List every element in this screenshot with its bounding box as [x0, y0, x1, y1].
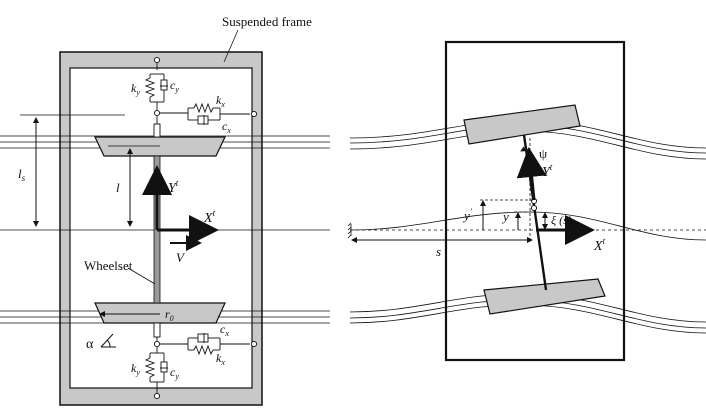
lower-horizontal-suspension: [160, 333, 258, 356]
ky-upper-label: ky: [131, 81, 140, 97]
velocity-label: V: [176, 250, 186, 265]
psi-label: ψ: [539, 146, 547, 161]
cx-lower-label: cx: [220, 322, 229, 338]
right-frame: [444, 40, 626, 362]
ls-label: ls: [18, 166, 26, 183]
radius-label: r0: [165, 307, 174, 323]
right-y-axis-arrow: [516, 147, 547, 201]
right-x-axis-label: Xt: [593, 236, 606, 254]
l-label: l: [116, 180, 120, 195]
left-panel: Suspended frame Wheelset ky cy kx cx cx …: [0, 14, 330, 406]
cx-upper-label: cx: [222, 119, 231, 135]
kx-lower-label: kx: [216, 351, 225, 367]
frame-inner: [69, 67, 253, 389]
ground-hatch: [347, 222, 352, 239]
alpha-angle-mark: [100, 333, 116, 348]
right-y-axis-label: Yt: [542, 162, 553, 180]
left-y-axis-label: Yt: [168, 178, 179, 196]
lower-axle-stub: [153, 322, 161, 338]
upper-wheel: [94, 136, 226, 157]
wheelset-label: Wheelset: [84, 258, 133, 273]
right-panel: ψ Yt y' y ξ (s) s Xt: [347, 40, 706, 362]
kx-upper-label: kx: [216, 93, 225, 109]
s-label: s: [436, 244, 441, 259]
right-lower-wheel: [483, 278, 606, 315]
xi-label: ξ (s): [551, 213, 572, 227]
lower-wheel: [94, 302, 226, 324]
upper-horizontal-suspension: [160, 102, 258, 125]
ky-lower-label: ky: [131, 361, 140, 377]
alpha-label: α: [86, 337, 94, 352]
upper-vertical-suspension: [144, 56, 168, 124]
upper-axle-stub: [153, 123, 161, 138]
right-centre-curve: [349, 211, 706, 241]
y-label: y: [501, 209, 509, 224]
right-joint-lower: [530, 204, 538, 212]
left-x-axis-label: Xt: [203, 208, 216, 226]
cy-upper-label: cy: [170, 78, 179, 94]
wheelset-leader: [127, 267, 156, 285]
cy-lower-label: cy: [170, 365, 179, 381]
frame-label: Suspended frame: [222, 14, 312, 29]
right-upper-wheel: [463, 104, 581, 145]
frame-leader: [223, 29, 239, 63]
lower-vertical-suspension: [144, 337, 168, 400]
y-prime-label: y': [462, 207, 473, 223]
